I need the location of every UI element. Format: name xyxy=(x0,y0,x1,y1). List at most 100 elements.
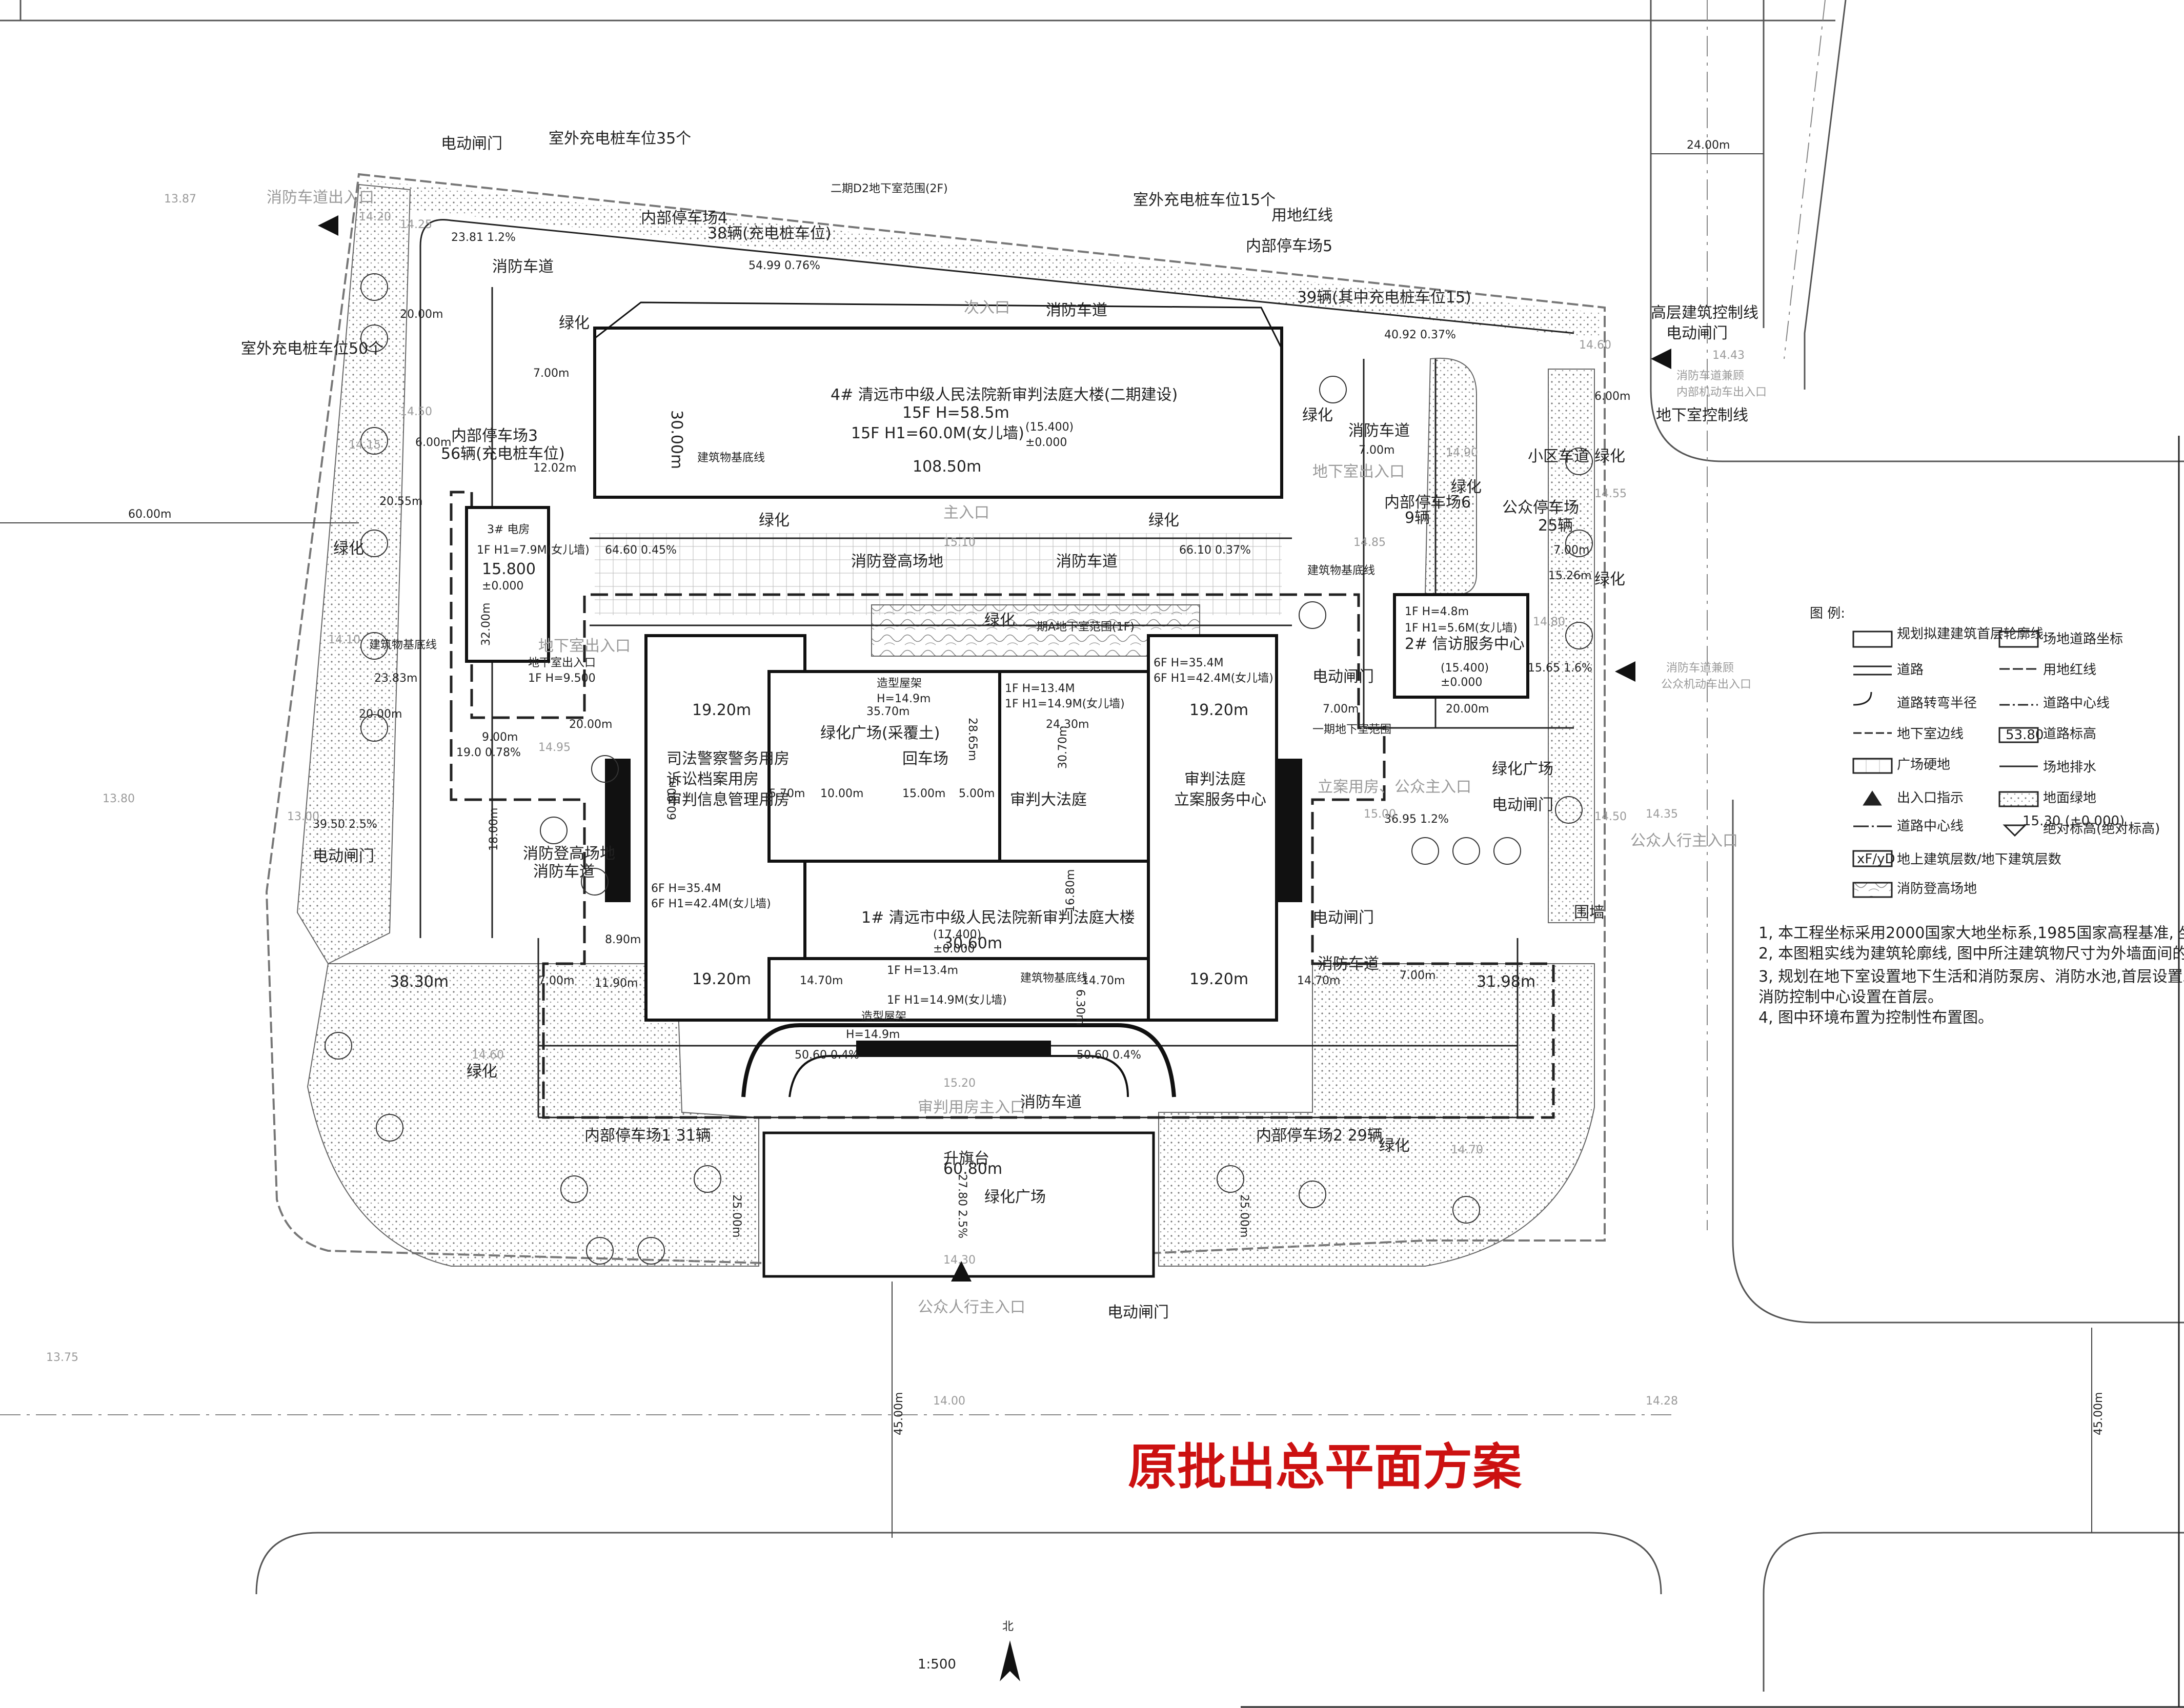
svg-text:13.75: 13.75 xyxy=(46,1351,78,1364)
svg-text:15.00: 15.00 xyxy=(1364,808,1396,821)
b1-elev: (17.400) xyxy=(933,928,981,941)
parking2-label: 内部停车场2 29辆 xyxy=(1256,1127,1383,1145)
fire-entry-ne-1: 消防车道兼顾 xyxy=(1676,370,1744,382)
dim-7-b: 7.00m xyxy=(1359,444,1394,457)
gate-label-e1: 电动闸门 xyxy=(1312,668,1374,686)
dim-14-7-c: 14.70m xyxy=(1297,974,1340,987)
left-wing-1: 司法警察警务用房 xyxy=(666,750,790,768)
b2-elev: (15.400) xyxy=(1441,662,1489,675)
public-parking-n: 25辆 xyxy=(1538,517,1573,535)
dim-50-6-b: 50.60 0.4% xyxy=(1077,1049,1141,1062)
dim-7-a: 7.00m xyxy=(533,367,569,380)
legend-sym-elev: 53.80 xyxy=(2006,727,2044,743)
sub-entry: 次入口 xyxy=(964,299,1010,317)
b1-zero: ±0.000 xyxy=(933,943,975,955)
ev35-label: 室外充电桩车位35个 xyxy=(549,130,691,148)
green-plaza-1: 绿化广场 xyxy=(1492,760,1553,778)
right-wing-2: 立案服务中心 xyxy=(1174,791,1266,809)
parking4-n: 38辆(充电桩车位) xyxy=(707,225,832,242)
fire-road-1: 消防车道 xyxy=(492,258,554,276)
ev50-label: 室外充电桩车位50个 xyxy=(241,340,383,358)
case-entry: 立案用房、公众主入口 xyxy=(1318,778,1471,796)
dim-45-b: 45.00m xyxy=(2092,1392,2105,1435)
dim-5-7: 5.70m xyxy=(769,787,805,800)
green-2: 绿化 xyxy=(759,512,790,530)
b2-h1: 1F H=4.8m xyxy=(1405,605,1469,618)
legend-title: 图 例: xyxy=(1810,606,1845,621)
ev15-label: 室外充电桩车位15个 xyxy=(1133,191,1276,209)
building-4-outline xyxy=(593,327,1283,499)
dim-12-02: 12.02m xyxy=(533,462,576,475)
elevation-labels: 13.87 14.20 14.25 14.50 14.15 14.10 13.8… xyxy=(46,193,1745,1408)
entry-arrow-ne xyxy=(1651,349,1671,369)
svg-text:14.60: 14.60 xyxy=(472,1049,504,1062)
stair-label: 地下室出入口 xyxy=(528,657,596,669)
legend-item-10: 场地排水 xyxy=(2043,760,2096,775)
court-h1: 1F H=13.4M xyxy=(1005,682,1075,695)
dim-23-81: 23.81 1.2% xyxy=(451,231,516,244)
legend-item-17: 消防登高场地 xyxy=(1897,881,1977,897)
fire-plaza-2: 消防登高场地 xyxy=(523,845,615,863)
trees xyxy=(325,273,1593,1265)
right-h2: 6F H1=42.4M(女儿墙) xyxy=(1154,672,1273,685)
dim-19-2-d: 19.20m xyxy=(1189,970,1248,988)
dim-14-7-a: 14.70m xyxy=(800,974,843,987)
svg-text:原批出总平面方案: 原批出总平面方案 xyxy=(1128,1438,1522,1496)
gate-label-w: 电动闸门 xyxy=(313,847,374,865)
b4-h1: 15F H=58.5m xyxy=(902,404,1009,422)
notes: 1, 本工程坐标采用2000国家大地坐标系,1985国家高程基准, 坐标及 2,… xyxy=(1758,924,2184,1027)
gate-label-e2: 电动闸门 xyxy=(1312,909,1374,927)
dim-23-83: 23.83m xyxy=(374,672,417,685)
dim-19-2-a: 19.20m xyxy=(692,701,751,719)
dim-6-3: 6.30m xyxy=(1074,989,1086,1025)
dim-30: 30.00m xyxy=(668,410,685,469)
green-5: 绿化 xyxy=(984,612,1015,629)
dim-31-98: 31.98m xyxy=(1477,973,1535,991)
svg-text:14.10: 14.10 xyxy=(328,634,360,646)
south-h1: 1F H=13.4m xyxy=(887,964,958,977)
legend-item-11: 出入口指示 xyxy=(1897,790,1964,806)
legend-item-1: 规划拟建建筑首层轮廓线 xyxy=(1897,626,2044,642)
legend-sym-abs: 15.30 (±0.000) xyxy=(2023,814,2125,829)
dim-8-9: 8.90m xyxy=(605,933,641,946)
highrise-label: 高层建筑控制线 xyxy=(1651,304,1758,322)
green-1: 绿化 xyxy=(559,314,590,332)
svg-text:14.55: 14.55 xyxy=(1594,487,1627,500)
green-7: 绿化 xyxy=(1379,1137,1410,1155)
right-h1: 6F H=35.4M xyxy=(1154,657,1224,669)
gate-label-e3: 电动闸门 xyxy=(1492,796,1553,814)
dim-25-b: 25.00m xyxy=(1238,1194,1250,1237)
green-10: 绿化 xyxy=(1594,448,1625,465)
fire-road-3: 消防车道 xyxy=(1056,553,1118,571)
left-wing-2: 诉讼档案用房 xyxy=(666,770,759,788)
legend-item-12: 地面绿地 xyxy=(2043,790,2096,806)
legend-item-9: 广场硬地 xyxy=(1897,757,1950,772)
svg-text:15.10: 15.10 xyxy=(943,536,976,549)
left-h1: 6F H=35.4M xyxy=(651,882,721,895)
b4-zero: ±0.000 xyxy=(1025,436,1067,449)
dim-39-5: 39.50 2.5% xyxy=(313,818,377,831)
b2-h2: 1F H1=5.6M(女儿墙) xyxy=(1405,622,1518,635)
svg-text:13.87: 13.87 xyxy=(164,193,196,206)
b1-name: 1# 清远市中级人民法院新审判法庭大楼 xyxy=(861,909,1135,927)
entrance-canopy xyxy=(856,1041,1051,1057)
svg-text:14.85: 14.85 xyxy=(1353,536,1386,549)
legend-item-7: 地下室边线 xyxy=(1897,726,1964,742)
trial-entry: 审判用房主入口 xyxy=(918,1099,1025,1116)
legend-item-6: 道路中心线 xyxy=(2043,696,2110,711)
dim-11-9: 11.90m xyxy=(595,977,638,990)
yard2-label: 回车场 xyxy=(902,750,948,768)
svg-text:14.80: 14.80 xyxy=(1533,616,1565,628)
entry-arrow-e xyxy=(1615,661,1635,682)
b1f-label: 一期A地下室范围(1F) xyxy=(1025,621,1135,634)
parking6-n: 9辆 xyxy=(1405,509,1430,527)
bldg-base-1: 建筑物基底线 xyxy=(697,452,765,464)
svg-text:14.60: 14.60 xyxy=(1579,339,1611,352)
green-4: 绿化 xyxy=(333,540,364,558)
pub-ped-s: 公众人行主入口 xyxy=(918,1298,1025,1316)
dim-40-92: 40.92 0.37% xyxy=(1384,329,1456,341)
yard-label: 绿化广场(采覆土) xyxy=(820,724,940,742)
legend-item-14: 绝对标高(绝对标高) xyxy=(2043,821,2160,837)
legend-item-4: 用地红线 xyxy=(2043,662,2096,678)
